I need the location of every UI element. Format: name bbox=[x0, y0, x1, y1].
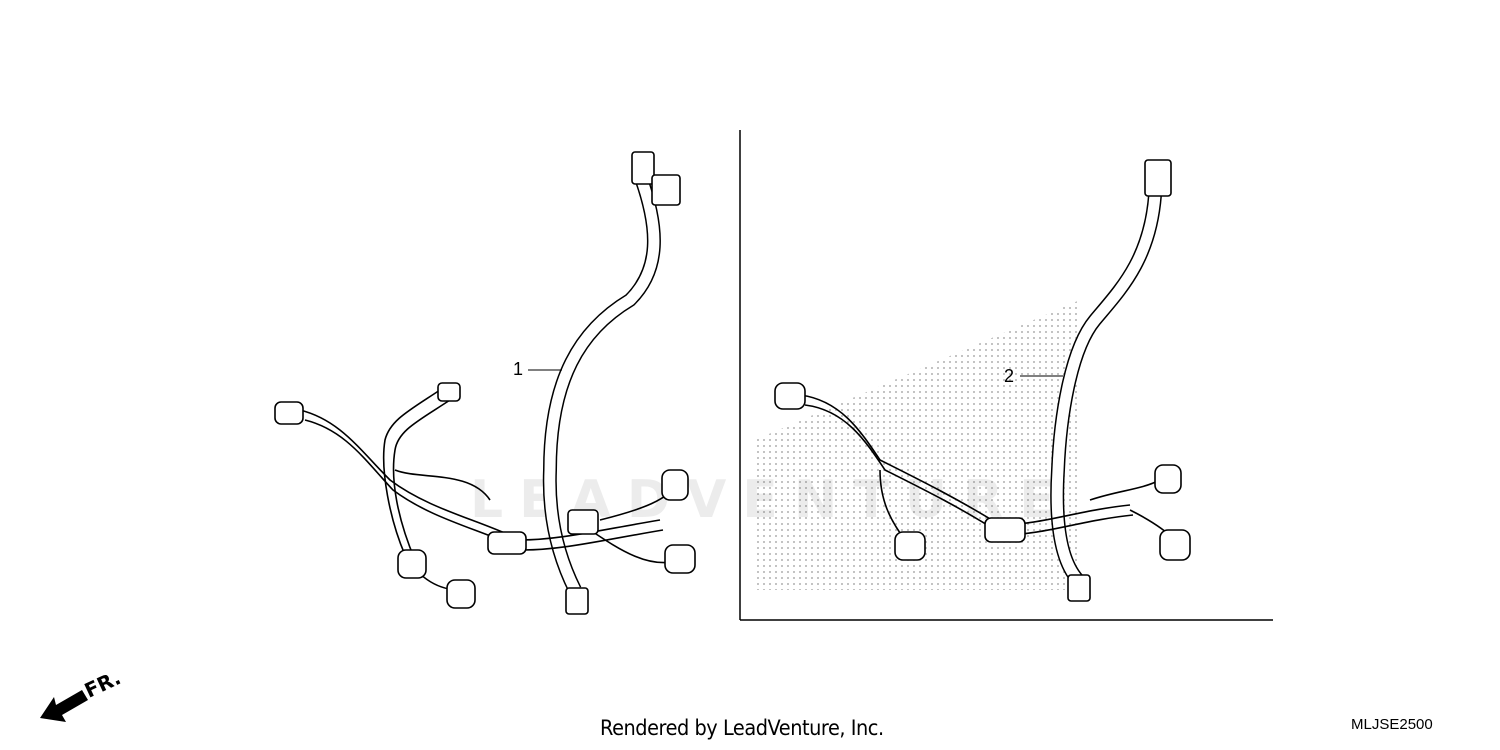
sub-harness-2[interactable] bbox=[774, 159, 1191, 602]
diagram-code: MLJSE2500 bbox=[1351, 716, 1433, 733]
sub-harness-1[interactable] bbox=[274, 151, 696, 615]
callout-2[interactable]: 2 bbox=[1004, 366, 1015, 386]
callout-1[interactable]: 1 bbox=[513, 359, 524, 379]
front-arrow-icon bbox=[40, 690, 88, 722]
footer-credit: Rendered by LeadVenture, Inc. bbox=[600, 716, 884, 740]
